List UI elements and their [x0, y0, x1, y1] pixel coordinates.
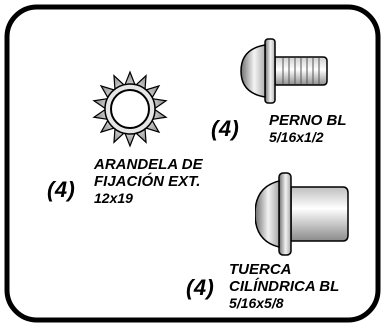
lock-washer-label: ARANDELA DE FIJACIÓN EXT. 12x19	[94, 156, 203, 207]
bolt-size: 5/16x1/2	[269, 129, 324, 145]
barrel-nut-name-line2: CILÍNDRICA BL	[229, 278, 340, 295]
bolt-icon	[240, 38, 328, 104]
bolt-label: PERNO BL 5/16x1/2	[269, 112, 347, 146]
hardware-panel: (4) ARANDELA DE FIJACIÓN EXT. 12x19 (4) …	[3, 3, 382, 324]
bolt-name: PERNO BL	[269, 112, 347, 129]
bolt-qty: (4)	[211, 116, 240, 141]
barrel-nut-icon	[255, 172, 349, 256]
lock-washer-name-line1: ARANDELA DE	[94, 156, 203, 173]
barrel-nut-qty: (4)	[186, 275, 215, 300]
barrel-nut-size: 5/16x5/8	[229, 295, 284, 311]
lock-washer-size: 12x19	[94, 190, 133, 206]
lock-washer-name-line2: FIJACIÓN EXT.	[94, 173, 201, 190]
lock-washer-icon	[92, 70, 168, 148]
lock-washer-qty: (4)	[47, 177, 76, 202]
barrel-nut-name-line1: TUERCA	[229, 261, 292, 278]
barrel-nut-label: TUERCA CILÍNDRICA BL 5/16x5/8	[229, 261, 339, 312]
